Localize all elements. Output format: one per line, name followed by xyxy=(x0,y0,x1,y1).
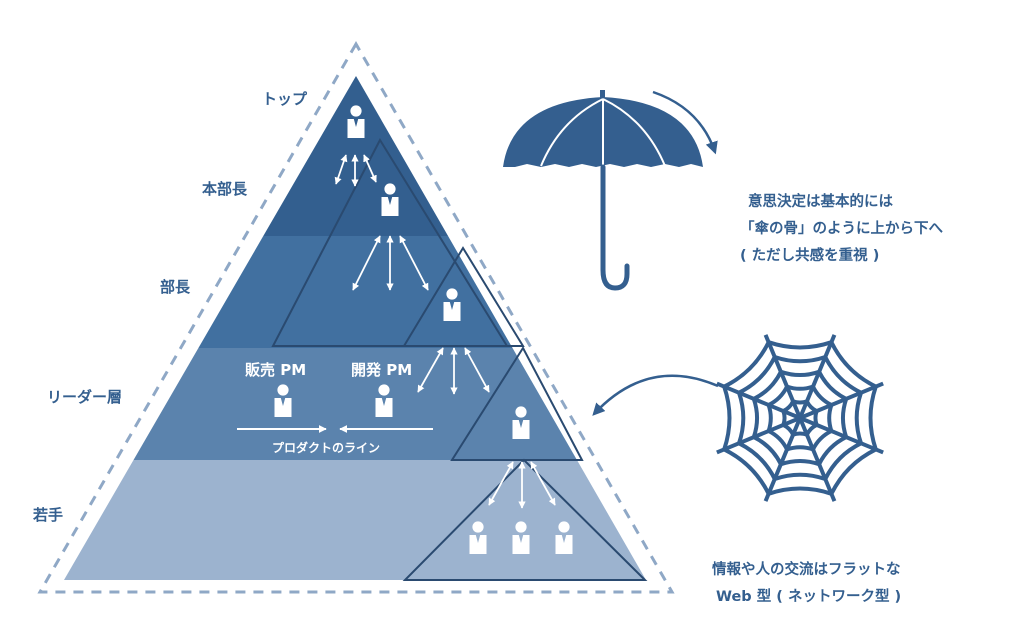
web-spoke xyxy=(716,416,801,455)
nested-triangle-4 xyxy=(402,458,648,581)
web-spoke xyxy=(763,417,802,502)
arrow-lead-3 xyxy=(530,461,556,506)
web-spoke xyxy=(798,417,837,502)
web-spoke xyxy=(716,381,801,420)
hierarchy-arrows xyxy=(334,154,556,509)
nested-triangle-2 xyxy=(402,246,525,347)
level-label-division-head: 本部長 xyxy=(202,180,248,198)
arrow-top-3 xyxy=(363,154,377,183)
web-ring xyxy=(751,369,849,467)
umbrella-curve-arrow xyxy=(652,90,718,155)
web-ring xyxy=(781,399,819,437)
umbrella-icon xyxy=(503,90,703,291)
spider-web-icon xyxy=(716,334,884,502)
arrow-top-1 xyxy=(334,154,348,185)
web-note-line-2: Web 型 ( ネットワーク型 ) xyxy=(716,587,901,605)
arrow-lead-1 xyxy=(488,461,514,506)
arrow-div-3 xyxy=(399,235,429,291)
web-spoke xyxy=(763,334,802,419)
umbrella-note-line-1: 意思決定は基本的には xyxy=(748,192,893,210)
sales-pm-label: 販売 PM xyxy=(245,361,306,379)
web-ring xyxy=(737,355,863,481)
arrow-div-1 xyxy=(352,235,381,291)
web-ring xyxy=(722,340,878,496)
web-curve-arrow xyxy=(592,374,719,416)
level-label-leader: リーダー層 xyxy=(47,388,122,406)
web-spoke xyxy=(799,381,884,420)
dev-pm-label: 開発 PM xyxy=(351,361,412,379)
nested-triangle-1 xyxy=(271,137,509,347)
product-line-label: プロダクトのライン xyxy=(272,440,380,455)
arrow-mgr-1 xyxy=(417,347,444,393)
web-spoke xyxy=(799,416,884,455)
web-spoke xyxy=(798,334,837,419)
web-note-line-1: 情報や人の交流はフラットな xyxy=(712,560,901,578)
arrow-mgr-3 xyxy=(464,347,490,393)
level-label-junior: 若手 xyxy=(32,506,63,524)
nested-triangles xyxy=(271,137,648,581)
level-label-top: トップ xyxy=(262,90,308,108)
umbrella-note-line-2: 「傘の骨」のように上から下へ xyxy=(740,219,943,237)
umbrella-note-line-3: ( ただし共感を重視 ) xyxy=(740,246,879,264)
web-ring xyxy=(766,384,834,452)
level-label-manager: 部長 xyxy=(160,278,191,296)
nested-triangle-3 xyxy=(450,346,584,461)
